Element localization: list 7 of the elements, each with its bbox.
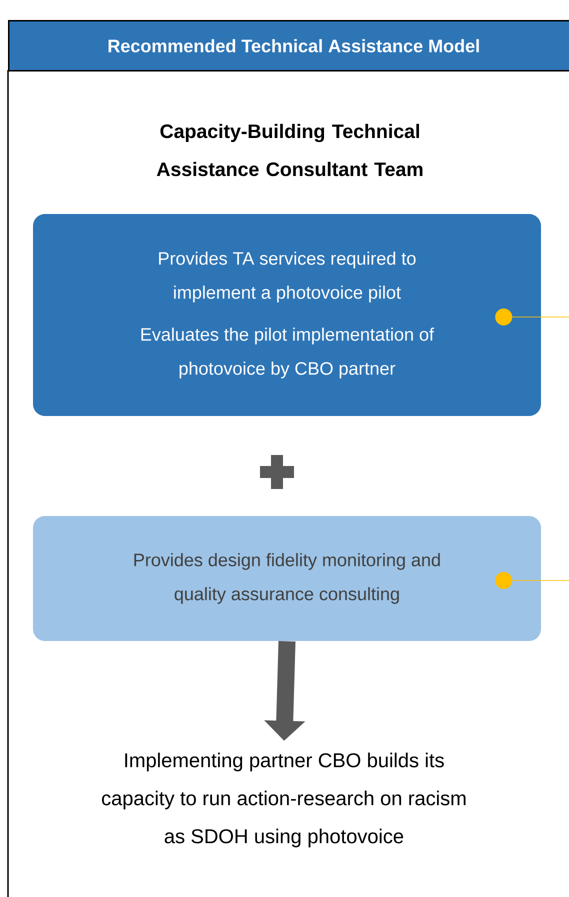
text-box: Provides TA services required to implement a photovoice pilot Evaluates the pilot implementation of photovoice by CBO partner (33, 214, 541, 416)
heading: Capacity-Building Technical Assistance Consultant Team (156, 124, 422, 176)
leader-line (495, 572, 569, 589)
title-band: Recommended Technical Assistance Model (8, 20, 569, 72)
result-text: Implementing partner CBO builds its capacity to run action-research on racism as SDOH using photovoice (102, 752, 466, 848)
leader-line (495, 308, 569, 326)
text-box: Provides design fidelity monitoring and quality assurance consulting (33, 516, 541, 641)
